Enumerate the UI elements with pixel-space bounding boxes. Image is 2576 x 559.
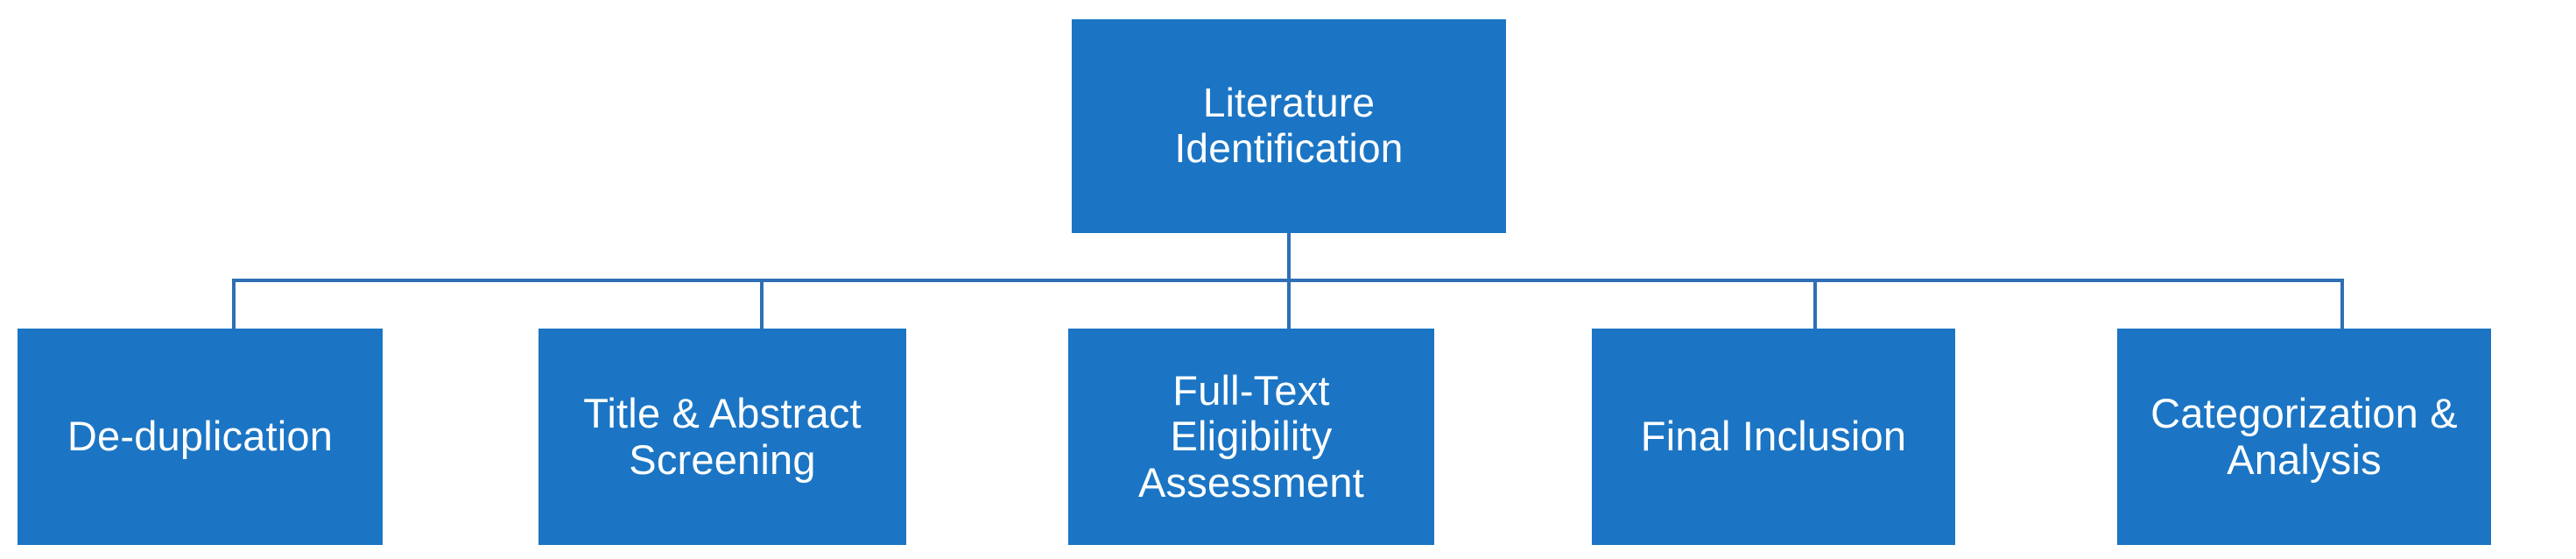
node-label-de-duplication: De-duplication <box>67 413 334 460</box>
connector-root-trunk <box>1287 233 1291 282</box>
connector-drop-final-inclusion <box>1813 279 1817 329</box>
connector-drop-title-abstract-screening <box>760 279 764 329</box>
node-title-abstract-screening[interactable]: Title & Abstract Screening <box>538 329 906 545</box>
node-label-categorization-analysis: Categorization & Analysis <box>2150 389 2458 483</box>
node-literature-identification[interactable]: Literature Identification <box>1072 19 1506 233</box>
node-categorization-analysis[interactable]: Categorization & Analysis <box>2117 329 2491 545</box>
connector-drop-categorization-analysis <box>2340 279 2344 329</box>
connector-drop-de-duplication <box>232 279 236 329</box>
node-label-title-abstract-screening: Title & Abstract Screening <box>583 389 862 483</box>
node-final-inclusion[interactable]: Final Inclusion <box>1592 329 1955 545</box>
node-label-final-inclusion: Final Inclusion <box>1640 413 1907 460</box>
node-de-duplication[interactable]: De-duplication <box>18 329 383 545</box>
node-label-literature-identification: Literature Identification <box>1174 80 1404 171</box>
connector-drop-full-text-eligibility-assessment <box>1287 279 1291 329</box>
node-label-full-text-eligibility-assessment: Full-Text Eligibility Assessment <box>1138 366 1364 506</box>
node-full-text-eligibility-assessment[interactable]: Full-Text Eligibility Assessment <box>1068 329 1434 545</box>
